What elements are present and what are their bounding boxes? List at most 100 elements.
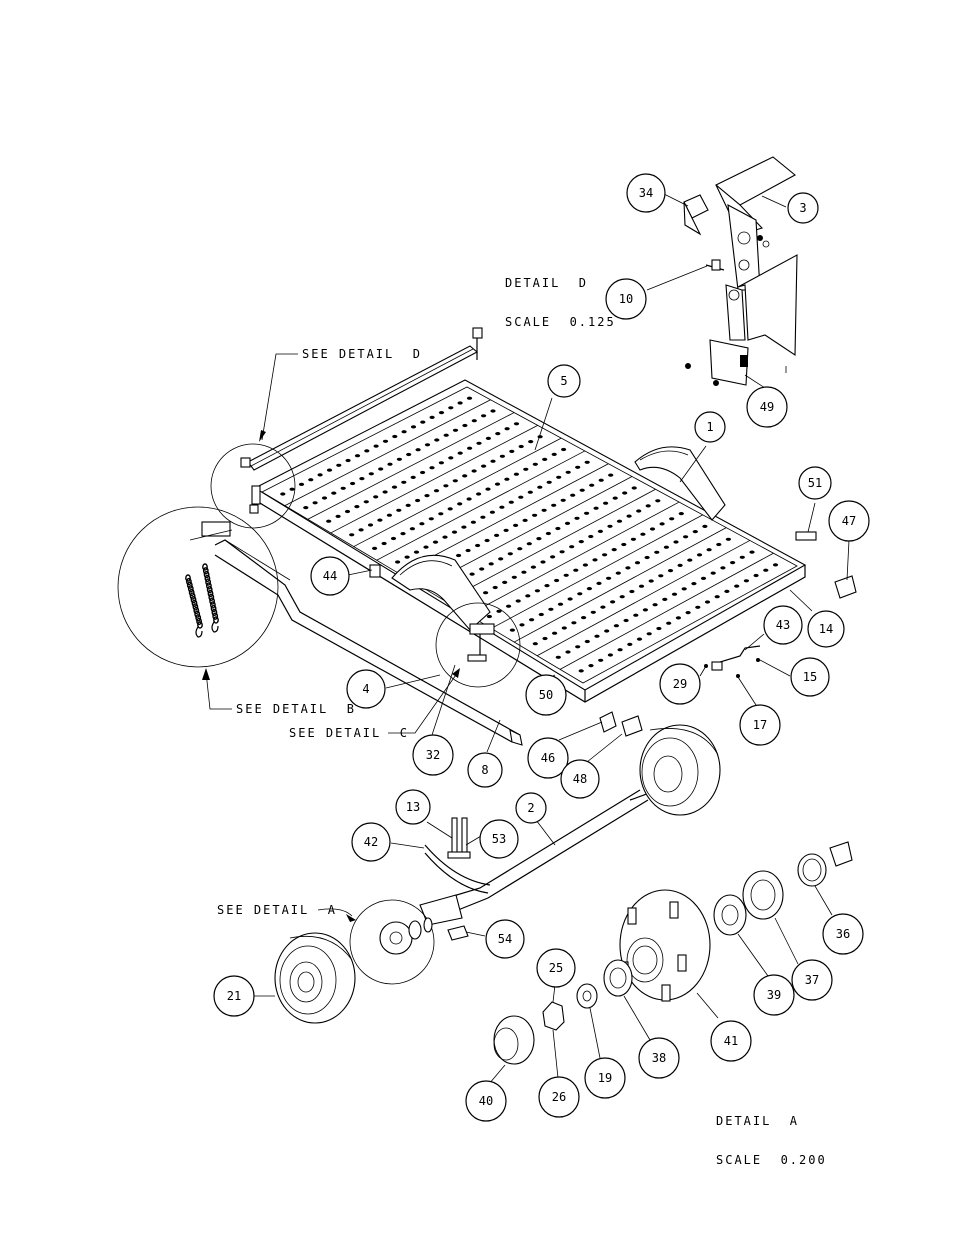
deck-hole	[604, 629, 610, 633]
deck-hole	[401, 430, 407, 434]
deck-hole	[673, 540, 679, 544]
chain-link	[195, 614, 202, 622]
deck-hole	[560, 498, 566, 502]
deck-hole	[625, 566, 631, 570]
deck-hole	[710, 571, 716, 575]
deck-hole	[596, 581, 602, 586]
chain-link	[202, 563, 208, 571]
deck-hole	[452, 479, 458, 483]
deck-slat-edge	[491, 514, 703, 629]
deck-hole	[494, 482, 501, 486]
deck-hole	[506, 604, 512, 608]
chain-link	[197, 621, 203, 629]
deck-hole	[654, 550, 660, 554]
deck-hole	[561, 447, 567, 452]
callout-label: 1	[706, 420, 713, 434]
deck-hole	[488, 562, 494, 566]
deck-hole	[481, 414, 487, 418]
callout-circle	[527, 737, 569, 779]
deck-hole	[456, 553, 462, 558]
deck-hole	[621, 542, 627, 547]
callout-label: 5	[560, 374, 567, 388]
callout-10: 10	[605, 278, 647, 320]
callout-circle	[310, 556, 350, 596]
callout-53: 53	[479, 819, 519, 859]
callout-8: 8	[467, 752, 503, 788]
deck-hole	[321, 496, 328, 500]
callout-circle	[787, 192, 819, 224]
part-54	[447, 925, 469, 941]
deck-hole	[569, 545, 575, 549]
deck-hole	[490, 459, 496, 463]
deck-hole	[471, 469, 477, 473]
deck-hole	[692, 530, 698, 534]
callout-1: 1	[694, 411, 726, 443]
deck-hole	[541, 508, 547, 512]
left-wheel	[274, 932, 356, 1024]
callout-21: 21	[213, 975, 255, 1017]
deck-hole	[594, 634, 600, 638]
deck-hole	[586, 587, 593, 591]
deck-hole	[555, 526, 561, 531]
deck-hole	[494, 533, 500, 538]
chain-link	[186, 581, 193, 589]
callout-label: 32	[426, 748, 440, 762]
deck-hole	[626, 514, 632, 518]
callout-14: 14	[807, 610, 845, 648]
deck-hole	[350, 481, 356, 486]
deck-hole	[419, 522, 425, 526]
deck-hole	[373, 495, 379, 499]
deck-hole	[687, 558, 693, 562]
deck-hole	[659, 522, 665, 526]
deck-hole	[368, 472, 374, 476]
deck-hole	[340, 486, 346, 490]
deck-hole	[561, 626, 567, 630]
callout-label: 39	[767, 988, 781, 1002]
deck-hole	[544, 584, 550, 588]
deck-hole	[410, 425, 417, 429]
deck-hole	[438, 512, 444, 516]
deck-hole	[367, 523, 374, 527]
deck-hole	[485, 436, 491, 440]
deck-hole	[623, 618, 629, 623]
deck-hole	[588, 664, 594, 668]
deck-hole	[739, 555, 745, 559]
deck-hole	[532, 642, 538, 646]
callout-26: 26	[538, 1076, 580, 1118]
callout-label: 43	[776, 618, 790, 632]
right-wheel	[639, 724, 721, 816]
chain-link	[213, 616, 219, 624]
deck-hole	[696, 553, 703, 557]
deck-hole	[509, 449, 515, 453]
deck-hole	[466, 497, 472, 501]
deck-hole	[525, 594, 531, 598]
callout-label: 8	[481, 763, 488, 777]
deck-hole	[420, 470, 426, 475]
callout-3: 3	[787, 192, 819, 224]
detail-a-title: DETAIL A SCALE 0.200	[716, 1089, 827, 1180]
callout-label: 42	[364, 835, 378, 849]
deck-hole	[465, 548, 471, 553]
deck-hole	[612, 496, 618, 500]
deck-hole	[720, 566, 726, 570]
callout-50: 50	[525, 674, 567, 716]
rear-crossbar	[240, 327, 483, 514]
deck-hole	[461, 525, 467, 529]
deck-slat-edge	[284, 399, 491, 506]
detail-d-title: DETAIL D SCALE 0.125	[505, 251, 616, 342]
callout-label: 48	[573, 772, 587, 786]
deck-hole	[683, 535, 689, 539]
deck-hole	[663, 545, 670, 549]
deck-hole	[476, 492, 482, 496]
deck-hole	[467, 446, 473, 450]
callout-4: 4	[346, 669, 386, 709]
callout-circle	[605, 278, 647, 320]
callout-circle	[659, 663, 701, 705]
deck-hole	[429, 415, 435, 419]
callout-circle	[485, 919, 525, 959]
callout-label: 37	[805, 973, 819, 987]
deck-hole	[359, 477, 365, 481]
deck-hole	[627, 642, 633, 647]
deck-hole	[499, 505, 505, 509]
deck-hole	[298, 482, 305, 486]
